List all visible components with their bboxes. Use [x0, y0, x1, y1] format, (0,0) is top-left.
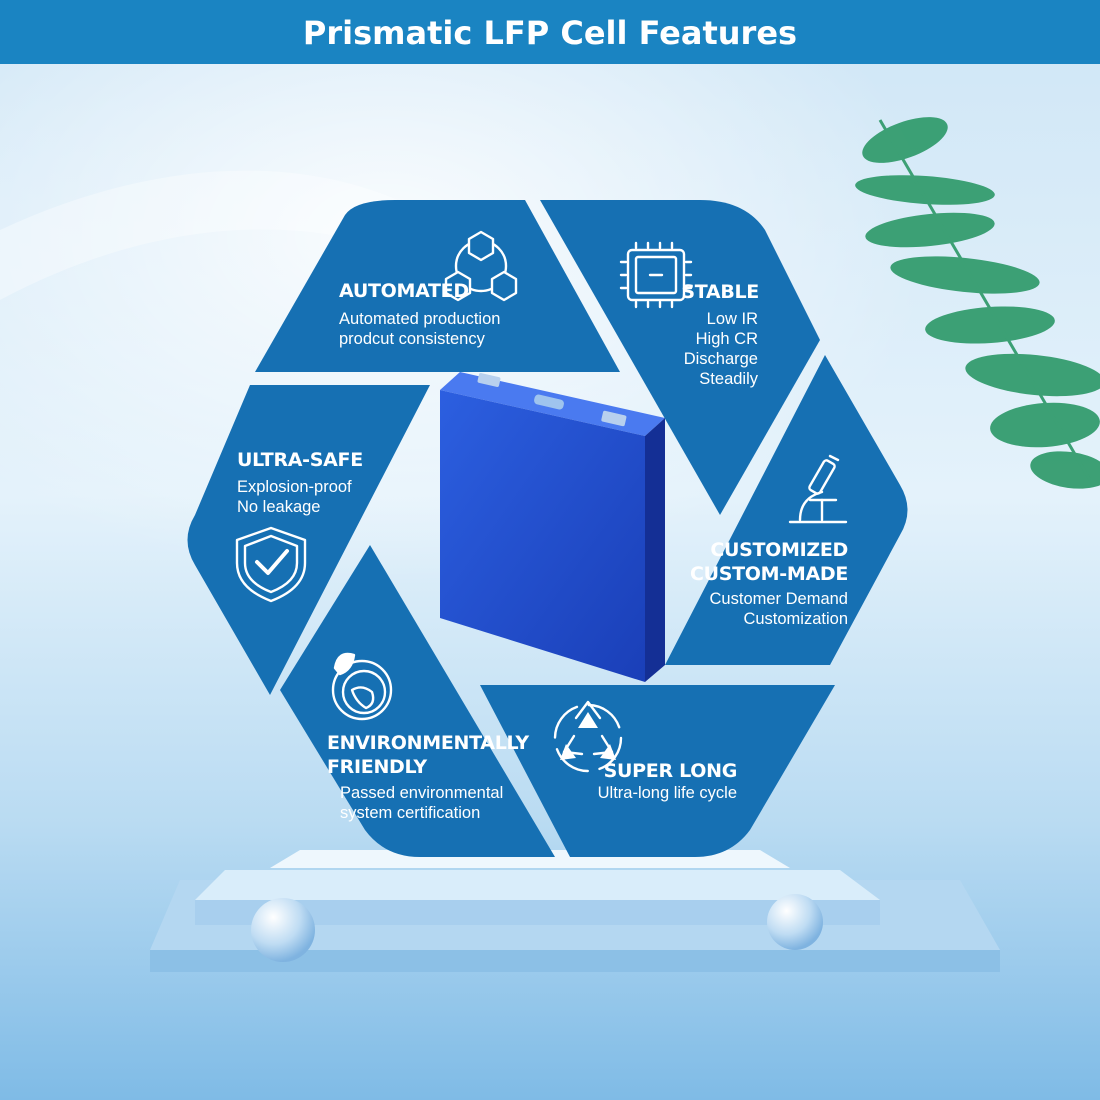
panel-ultra-safe [187, 385, 430, 695]
feature-description: Customer Demand [710, 590, 848, 608]
feature-title: ENVIRONMENTALLY [327, 732, 529, 754]
feature-stable: STABLE Low IR High CR Discharge Steadily [681, 281, 759, 388]
leaf [965, 353, 1100, 397]
feature-automated: AUTOMATED Automated production prodcut c… [339, 280, 500, 348]
leaf [865, 212, 995, 248]
background-curve [0, 170, 420, 300]
vent [534, 394, 564, 410]
chip-icon [619, 241, 693, 309]
feature-title: CUSTOMIZED [710, 539, 848, 561]
shield-check-icon [235, 526, 307, 603]
podium [150, 850, 1000, 972]
leaf [855, 175, 995, 205]
feature-description: Ultra-long life cycle [598, 784, 737, 802]
leaf [990, 402, 1100, 448]
feature-description: No leakage [237, 498, 320, 516]
panel-automated [255, 200, 620, 372]
leaf [862, 117, 948, 163]
header-bar [0, 0, 1100, 64]
leaf-stem [878, 119, 1092, 481]
feature-description: Passed environmental [340, 784, 503, 802]
feature-title: STABLE [681, 281, 759, 303]
hexagon-network-icon [444, 230, 518, 302]
feature-description: prodcut consistency [339, 330, 486, 348]
feature-title: FRIENDLY [327, 756, 427, 778]
feature-description: High CR [696, 330, 758, 348]
feature-description: Discharge [684, 350, 758, 368]
feature-description: Customization [743, 610, 848, 628]
feature-description: Explosion-proof [237, 478, 352, 496]
recycle-icon [553, 700, 623, 773]
panel-super-long [480, 685, 835, 857]
eco-globe-icon [331, 652, 393, 721]
microscope-icon [788, 454, 848, 524]
panel-customized [665, 355, 908, 665]
panels [187, 200, 908, 857]
feature-description: system certification [340, 804, 480, 822]
panel-environmental [280, 545, 555, 857]
sphere-right [767, 894, 823, 950]
battery-cell [440, 372, 665, 682]
feature-super-long: SUPER LONG Ultra-long life cycle [598, 760, 738, 802]
leaves-decoration [855, 117, 1100, 489]
leaf [925, 306, 1055, 344]
panel-stable [540, 200, 820, 515]
feature-description: Automated production [339, 310, 500, 328]
feature-description: Steadily [699, 370, 758, 388]
feature-description: Low IR [707, 310, 758, 328]
feature-ultra-safe: ULTRA-SAFE Explosion-proof No leakage [237, 449, 363, 516]
feature-title: SUPER LONG [604, 760, 737, 782]
feature-title: ULTRA-SAFE [237, 449, 363, 471]
leaf [890, 256, 1040, 294]
page-title: Prismatic LFP Cell Features [303, 14, 797, 52]
feature-environmental: ENVIRONMENTALLY FRIENDLY Passed environm… [327, 732, 530, 822]
sphere-left [251, 898, 315, 962]
feature-customized: CUSTOMIZED CUSTOM-MADE Customer Demand C… [690, 539, 848, 628]
terminal-right [601, 410, 627, 427]
feature-title: CUSTOM-MADE [690, 563, 848, 585]
feature-title: AUTOMATED [339, 280, 469, 302]
terminal-left [477, 373, 501, 387]
